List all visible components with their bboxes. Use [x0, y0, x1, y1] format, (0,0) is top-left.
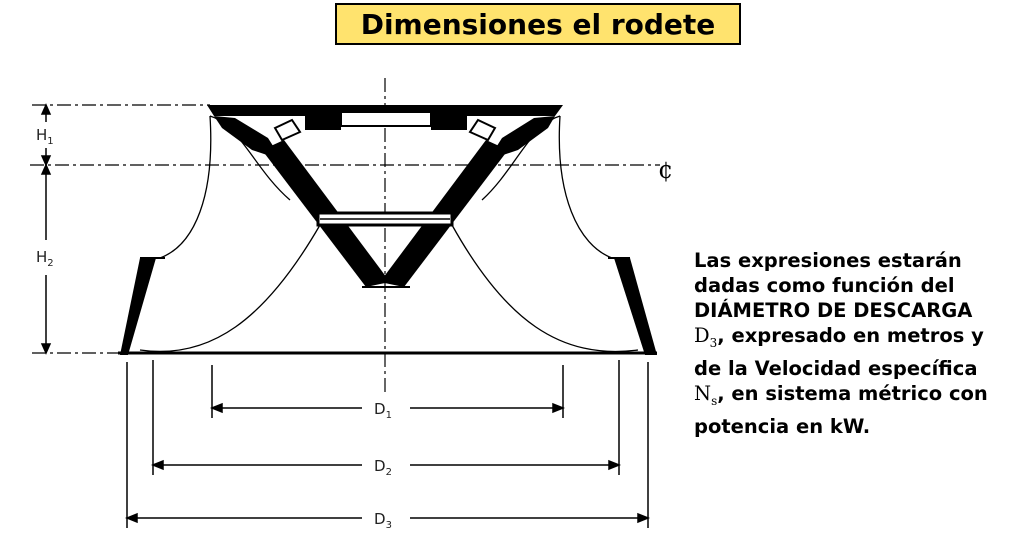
right-band	[614, 258, 657, 355]
centerline-label: ¢	[658, 156, 673, 184]
d3-label: D3	[374, 510, 392, 531]
left-band	[120, 258, 156, 355]
left-blade-curve	[139, 224, 321, 353]
right-port	[468, 118, 497, 142]
h1-label: H1	[36, 126, 54, 147]
diagram-title: Dimensiones el rodete	[335, 3, 741, 45]
upper-seal-ring-right	[431, 108, 467, 130]
d1-label: D1	[374, 400, 392, 421]
left-inner-curve	[209, 115, 291, 201]
h2-label: H2	[36, 248, 54, 269]
description-text: Las expresiones estarán dadas como funci…	[694, 248, 1024, 439]
right-blade-curve	[451, 224, 639, 353]
reference-lines	[30, 78, 660, 395]
diameter-dimensions	[124, 360, 651, 528]
upper-seal-ring-left	[305, 108, 341, 130]
description-line-1: Las expresiones estarán	[694, 249, 962, 272]
ns-symbol: Ns	[694, 381, 718, 408]
d3-symbol: D3	[694, 324, 718, 350]
right-outer-profile	[558, 115, 613, 259]
height-dimensions	[40, 103, 52, 355]
description-line-5: de la Velocidad específica	[694, 356, 978, 380]
right-inner-curve	[481, 115, 561, 201]
description-line-6: Ns, en sistema métrico con	[694, 381, 988, 408]
left-port	[273, 118, 302, 142]
description-line-7: potencia en kW.	[694, 414, 871, 438]
d2-label: D2	[374, 457, 392, 478]
description-line-3: DIÁMETRO DE DESCARGA	[694, 299, 973, 322]
runner-body	[118, 105, 657, 355]
upper-seal-ring-center	[340, 111, 432, 127]
crown-plate	[207, 105, 563, 116]
left-outer-profile	[159, 115, 212, 259]
blade-profiles	[139, 115, 639, 353]
description-line-4: D3, expresado en metros y	[694, 324, 984, 350]
description-line-2: dadas como función del	[694, 274, 955, 297]
